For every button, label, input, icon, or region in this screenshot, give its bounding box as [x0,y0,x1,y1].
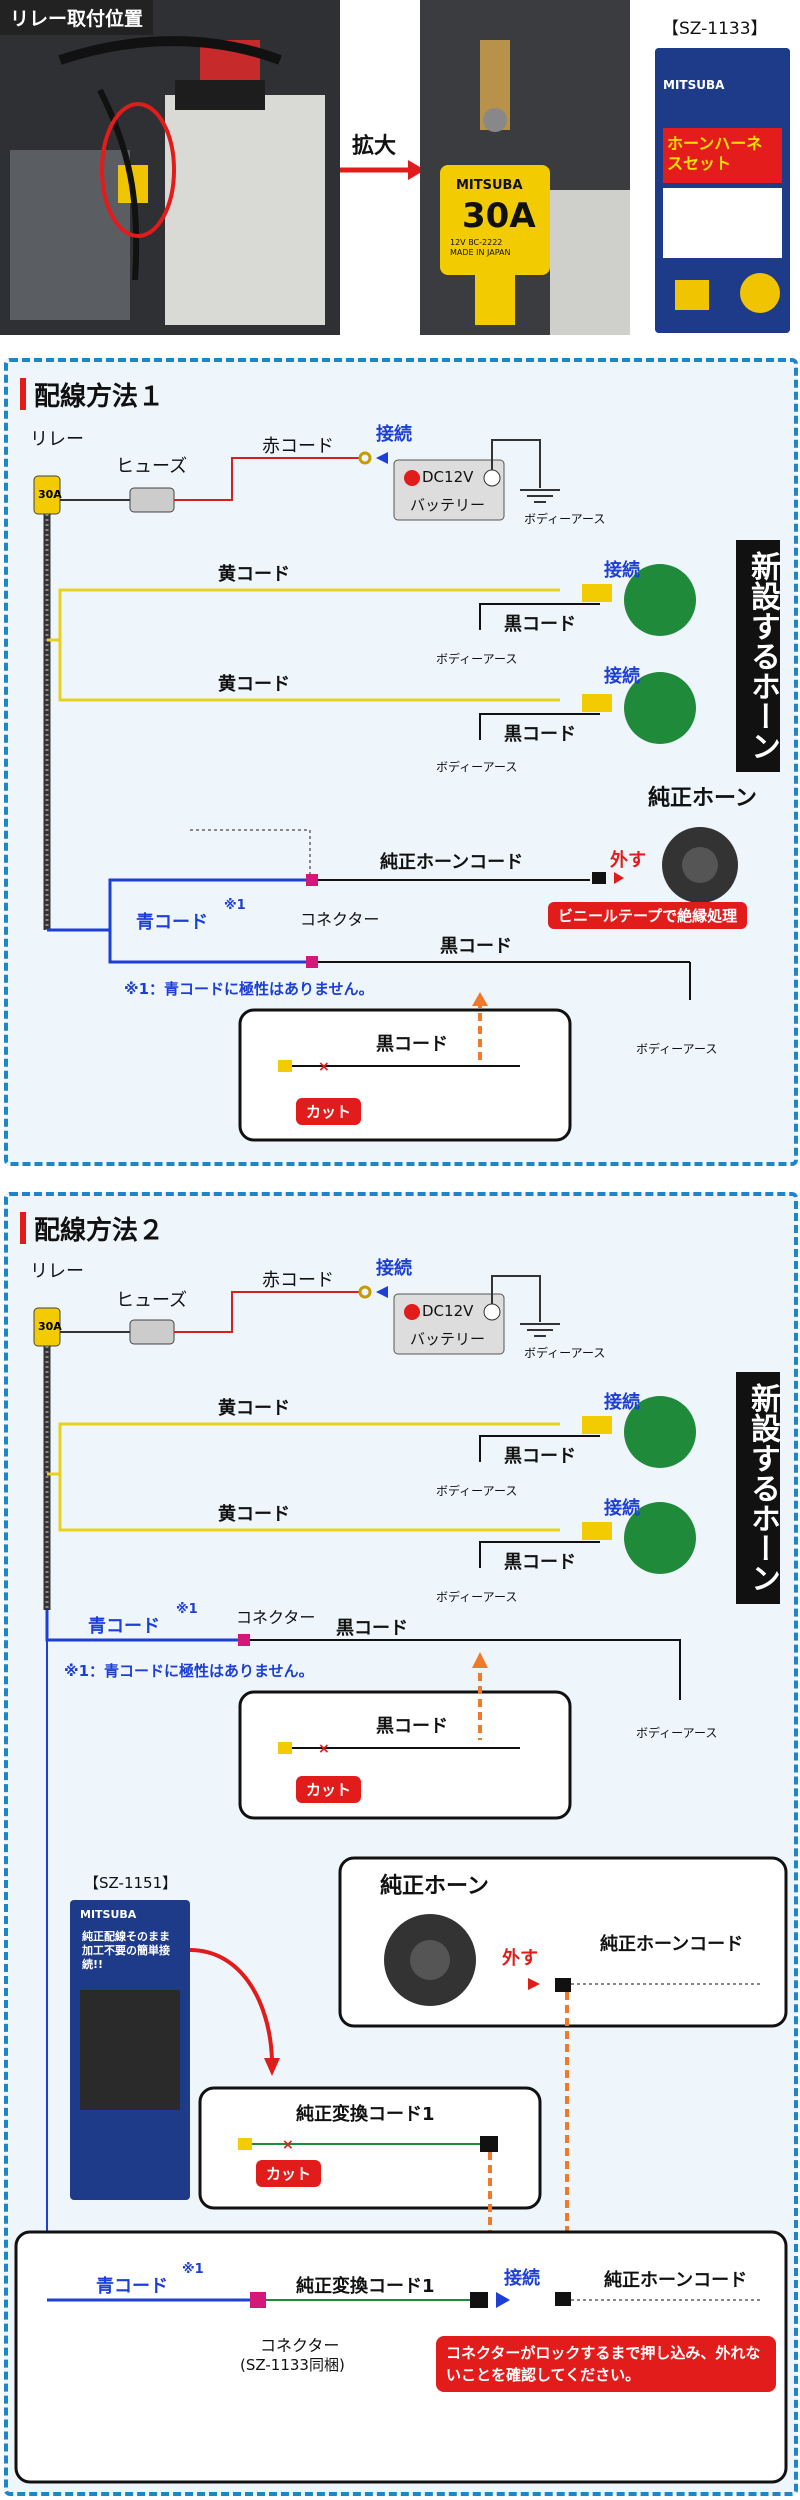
m2-connector-label: コネクター [236,1608,316,1627]
m1-connector-label: コネクター [300,910,380,929]
relay-closeup-art [420,0,630,335]
m2-bottom-conversion-cord: 純正変換コード1 [296,2276,435,2297]
m1-connect-label: 接続 [376,424,412,445]
m2-blue-cord-label: 青コード [88,1616,160,1637]
m2-fuse-label: ヒューズ [116,1290,188,1311]
m1-fuse-label: ヒューズ [116,456,188,477]
m2-body-earth-blue: ボディーアース [636,1726,718,1740]
m2-oem-horn-label: 純正ホーン [380,1874,489,1899]
m2-black-cord-3: 黒コード [336,1618,408,1639]
m2-new-horn-label: 新設するホーン [736,1372,780,1604]
m1-body-earth-blue: ボディーアース [636,1042,718,1056]
m1-battery-voltage: DC12V [422,468,474,486]
method2-title-bar [20,1212,26,1244]
m1-oem-horn-cord: 純正ホーンコード [380,852,524,873]
m2-black-cord-1: 黒コード [504,1446,576,1467]
relay-position-tag: リレー取付位置 [0,0,154,35]
m2-bottom-blue-cord: 青コード [96,2276,168,2297]
m2-polarity-note: ※1：青コードに極性はありません。 [64,1662,314,1680]
method1-title: 配線方法１ [34,382,165,412]
m2-oem-horn-cord: 純正ホーンコード [600,1934,744,1955]
m1-black-cord-2: 黒コード [504,724,576,745]
m2-connect-label: 接続 [376,1258,412,1279]
engine-photo: リレー取付位置 [0,0,340,335]
m1-relay-label: リレー [30,429,84,450]
relay-rating: 30A [462,196,536,236]
m1-yellow-cord-1: 黄コード [218,564,290,585]
m1-footnote-mark: ※1 [224,898,246,913]
sz1151-text: 純正配線そのまま加工不要の簡単接続!! [82,1930,170,1971]
package-photo: MITSUBA ホーンハーネスセット ホーンの性能をフルに発揮!! [655,48,790,333]
method1-title-bar [20,378,26,410]
m1-red-cord-label: 赤コード [262,436,334,457]
m2-connect-horn-2: 接続 [604,1498,640,1519]
relay-brand: MITSUBA [456,178,523,193]
m2-bottom-connector: コネクター [260,2336,340,2355]
package-brand: MITSUBA [663,78,725,92]
m2-cut-label: カット [296,1776,362,1803]
svg-text:×: × [318,1059,330,1075]
m1-cut-label: カット [296,1098,362,1125]
m1-blue-cord-label: 青コード [136,912,208,933]
m2-box-black-cord: 黒コード [376,1716,448,1737]
m2-red-cord-label: 赤コード [262,1270,334,1291]
method2-title: 配線方法２ [34,1216,165,1246]
m2-body-earth-horn-2: ボディーアース [436,1590,518,1604]
svg-text:×: × [282,2137,294,2153]
m1-body-earth-battery: ボディーアース [524,512,606,526]
m2-body-earth-battery: ボディーアース [524,1346,606,1360]
m1-polarity-note: ※1：青コードに極性はありません。 [124,980,374,998]
m1-new-horn-label: 新設するホーン [736,540,780,772]
m2-battery-label: バッテリー [410,1330,486,1348]
m1-remove-label: 外す [610,850,646,871]
m1-yellow-cord-2: 黄コード [218,674,290,695]
m1-battery-label: バッテリー [410,496,486,514]
svg-text:30A: 30A [38,1320,62,1333]
sz1151-code: 【SZ-1151】 [84,1874,178,1892]
m2-bottom-connector-sub: (SZ-1133同梱) [240,2356,345,2374]
m1-black-cord-1: 黒コード [504,614,576,635]
m2-connect-horn-1: 接続 [604,1392,640,1413]
package-tagline: ホーンの性能をフルに発揮!! [669,223,768,251]
relay-small-text: 12V BC-2222 MADE IN JAPAN [450,238,511,257]
m1-oem-horn-label: 純正ホーン [648,786,757,811]
m1-connect-horn-1: 接続 [604,560,640,581]
m1-black-cord-3: 黒コード [440,936,512,957]
m2-yellow-cord-1: 黄コード [218,1398,290,1419]
m1-vinyl-tape-note: ビニールテープで絶縁処理 [548,902,748,929]
zoom-label: 拡大 [352,134,397,159]
m1-body-earth-horn-2: ボディーアース [436,760,518,774]
m2-black-cord-2: 黒コード [504,1552,576,1573]
m2-battery-voltage: DC12V [422,1302,474,1320]
m2-bottom-connect: 接続 [504,2268,540,2289]
product-code: 【SZ-1133】 [662,19,768,39]
svg-text:×: × [318,1741,330,1757]
m2-cut2-label: カット [256,2160,322,2187]
m2-yellow-cord-2: 黄コード [218,1504,290,1525]
m1-connect-horn-2: 接続 [604,666,640,687]
package-art [655,48,790,333]
m2-body-earth-horn-1: ボディーアース [436,1484,518,1498]
sz1151-brand: MITSUBA [80,1908,137,1921]
m2-footnote-mark: ※1 [176,1602,198,1617]
m2-relay-label: リレー [30,1261,84,1282]
m2-bottom-oem-horn-cord: 純正ホーンコード [604,2270,748,2291]
svg-text:30A: 30A [38,488,62,501]
m2-remove-label: 外す [502,1948,538,1969]
m1-body-earth-horn-1: ボディーアース [436,652,518,666]
m2-lock-warning: コネクターがロックするまで押し込み、外れないことを確認してください。 [436,2336,776,2392]
m2-bottom-footnote: ※1 [182,2262,204,2277]
engine-photo-art [0,0,340,335]
relay-closeup-photo: MITSUBA 30A 12V BC-2222 MADE IN JAPAN [420,0,630,335]
m1-box-black-cord: 黒コード [376,1034,448,1055]
package-title: ホーンハーネスセット [667,134,763,173]
m2-conversion-cord: 純正変換コード1 [296,2104,435,2125]
